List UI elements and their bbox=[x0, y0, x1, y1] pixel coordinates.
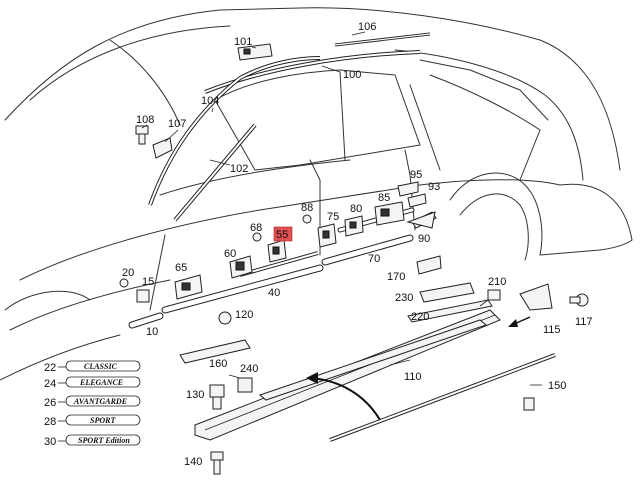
emblem-number-26: 26 bbox=[44, 397, 56, 409]
label-117: 117 bbox=[575, 316, 593, 328]
label-10: 10 bbox=[146, 326, 158, 338]
label-108: 108 bbox=[136, 114, 154, 126]
label-160: 160 bbox=[209, 358, 227, 370]
label-80: 80 bbox=[350, 203, 362, 215]
label-75: 75 bbox=[327, 211, 339, 223]
trim-strips bbox=[148, 32, 431, 222]
label-115: 115 bbox=[543, 324, 561, 336]
part-labels: 101 106 100 104 108 107 102 68 55 88 75 … bbox=[122, 21, 593, 468]
label-106: 106 bbox=[358, 21, 376, 33]
label-101: 101 bbox=[234, 36, 252, 48]
sill-panels bbox=[179, 299, 556, 442]
label-240: 240 bbox=[240, 363, 258, 375]
emblem-sport: SPORT bbox=[90, 416, 116, 425]
label-15: 15 bbox=[142, 276, 154, 288]
label-170: 170 bbox=[387, 271, 405, 283]
label-40: 40 bbox=[268, 287, 280, 299]
label-85: 85 bbox=[378, 192, 390, 204]
label-220: 220 bbox=[411, 311, 429, 323]
label-93: 93 bbox=[428, 181, 440, 193]
direction-arrows bbox=[306, 316, 531, 421]
emblem-classic: CLASSIC bbox=[84, 362, 118, 371]
label-150: 150 bbox=[548, 380, 566, 392]
label-110: 110 bbox=[404, 371, 422, 383]
emblem-sport-edition: SPORT Edition bbox=[78, 436, 130, 445]
label-90: 90 bbox=[418, 233, 430, 245]
emblem-elegance: ELEGANCE bbox=[79, 378, 123, 387]
emblem-number-28: 28 bbox=[44, 416, 56, 428]
label-140: 140 bbox=[184, 456, 202, 468]
emblem-legend: 22 CLASSIC 24 ELEGANCE 26 AVANTGARDE 28 … bbox=[44, 360, 141, 448]
label-60: 60 bbox=[224, 248, 236, 260]
label-104: 104 bbox=[201, 95, 219, 107]
emblem-number-24: 24 bbox=[44, 378, 56, 390]
label-120: 120 bbox=[235, 309, 253, 321]
label-88: 88 bbox=[301, 202, 313, 214]
emblem-avantgarde: AVANTGARDE bbox=[73, 397, 127, 406]
label-95: 95 bbox=[410, 169, 422, 181]
label-130: 130 bbox=[186, 389, 204, 401]
emblem-number-30: 30 bbox=[44, 436, 56, 448]
label-70: 70 bbox=[368, 253, 380, 265]
label-102: 102 bbox=[230, 163, 248, 175]
label-230: 230 bbox=[395, 292, 413, 304]
label-68: 68 bbox=[250, 222, 262, 234]
label-107: 107 bbox=[168, 118, 186, 130]
leader-lines bbox=[141, 31, 542, 386]
label-210: 210 bbox=[488, 276, 506, 288]
car-body-outline bbox=[0, 7, 633, 381]
clip-parts bbox=[119, 43, 589, 475]
label-100: 100 bbox=[343, 69, 361, 81]
label-55-highlight bbox=[273, 226, 293, 242]
label-20: 20 bbox=[122, 267, 134, 279]
door-mouldings bbox=[128, 207, 437, 329]
label-55: 55 bbox=[276, 229, 288, 241]
label-65: 65 bbox=[175, 262, 187, 274]
emblem-number-22: 22 bbox=[44, 362, 56, 374]
